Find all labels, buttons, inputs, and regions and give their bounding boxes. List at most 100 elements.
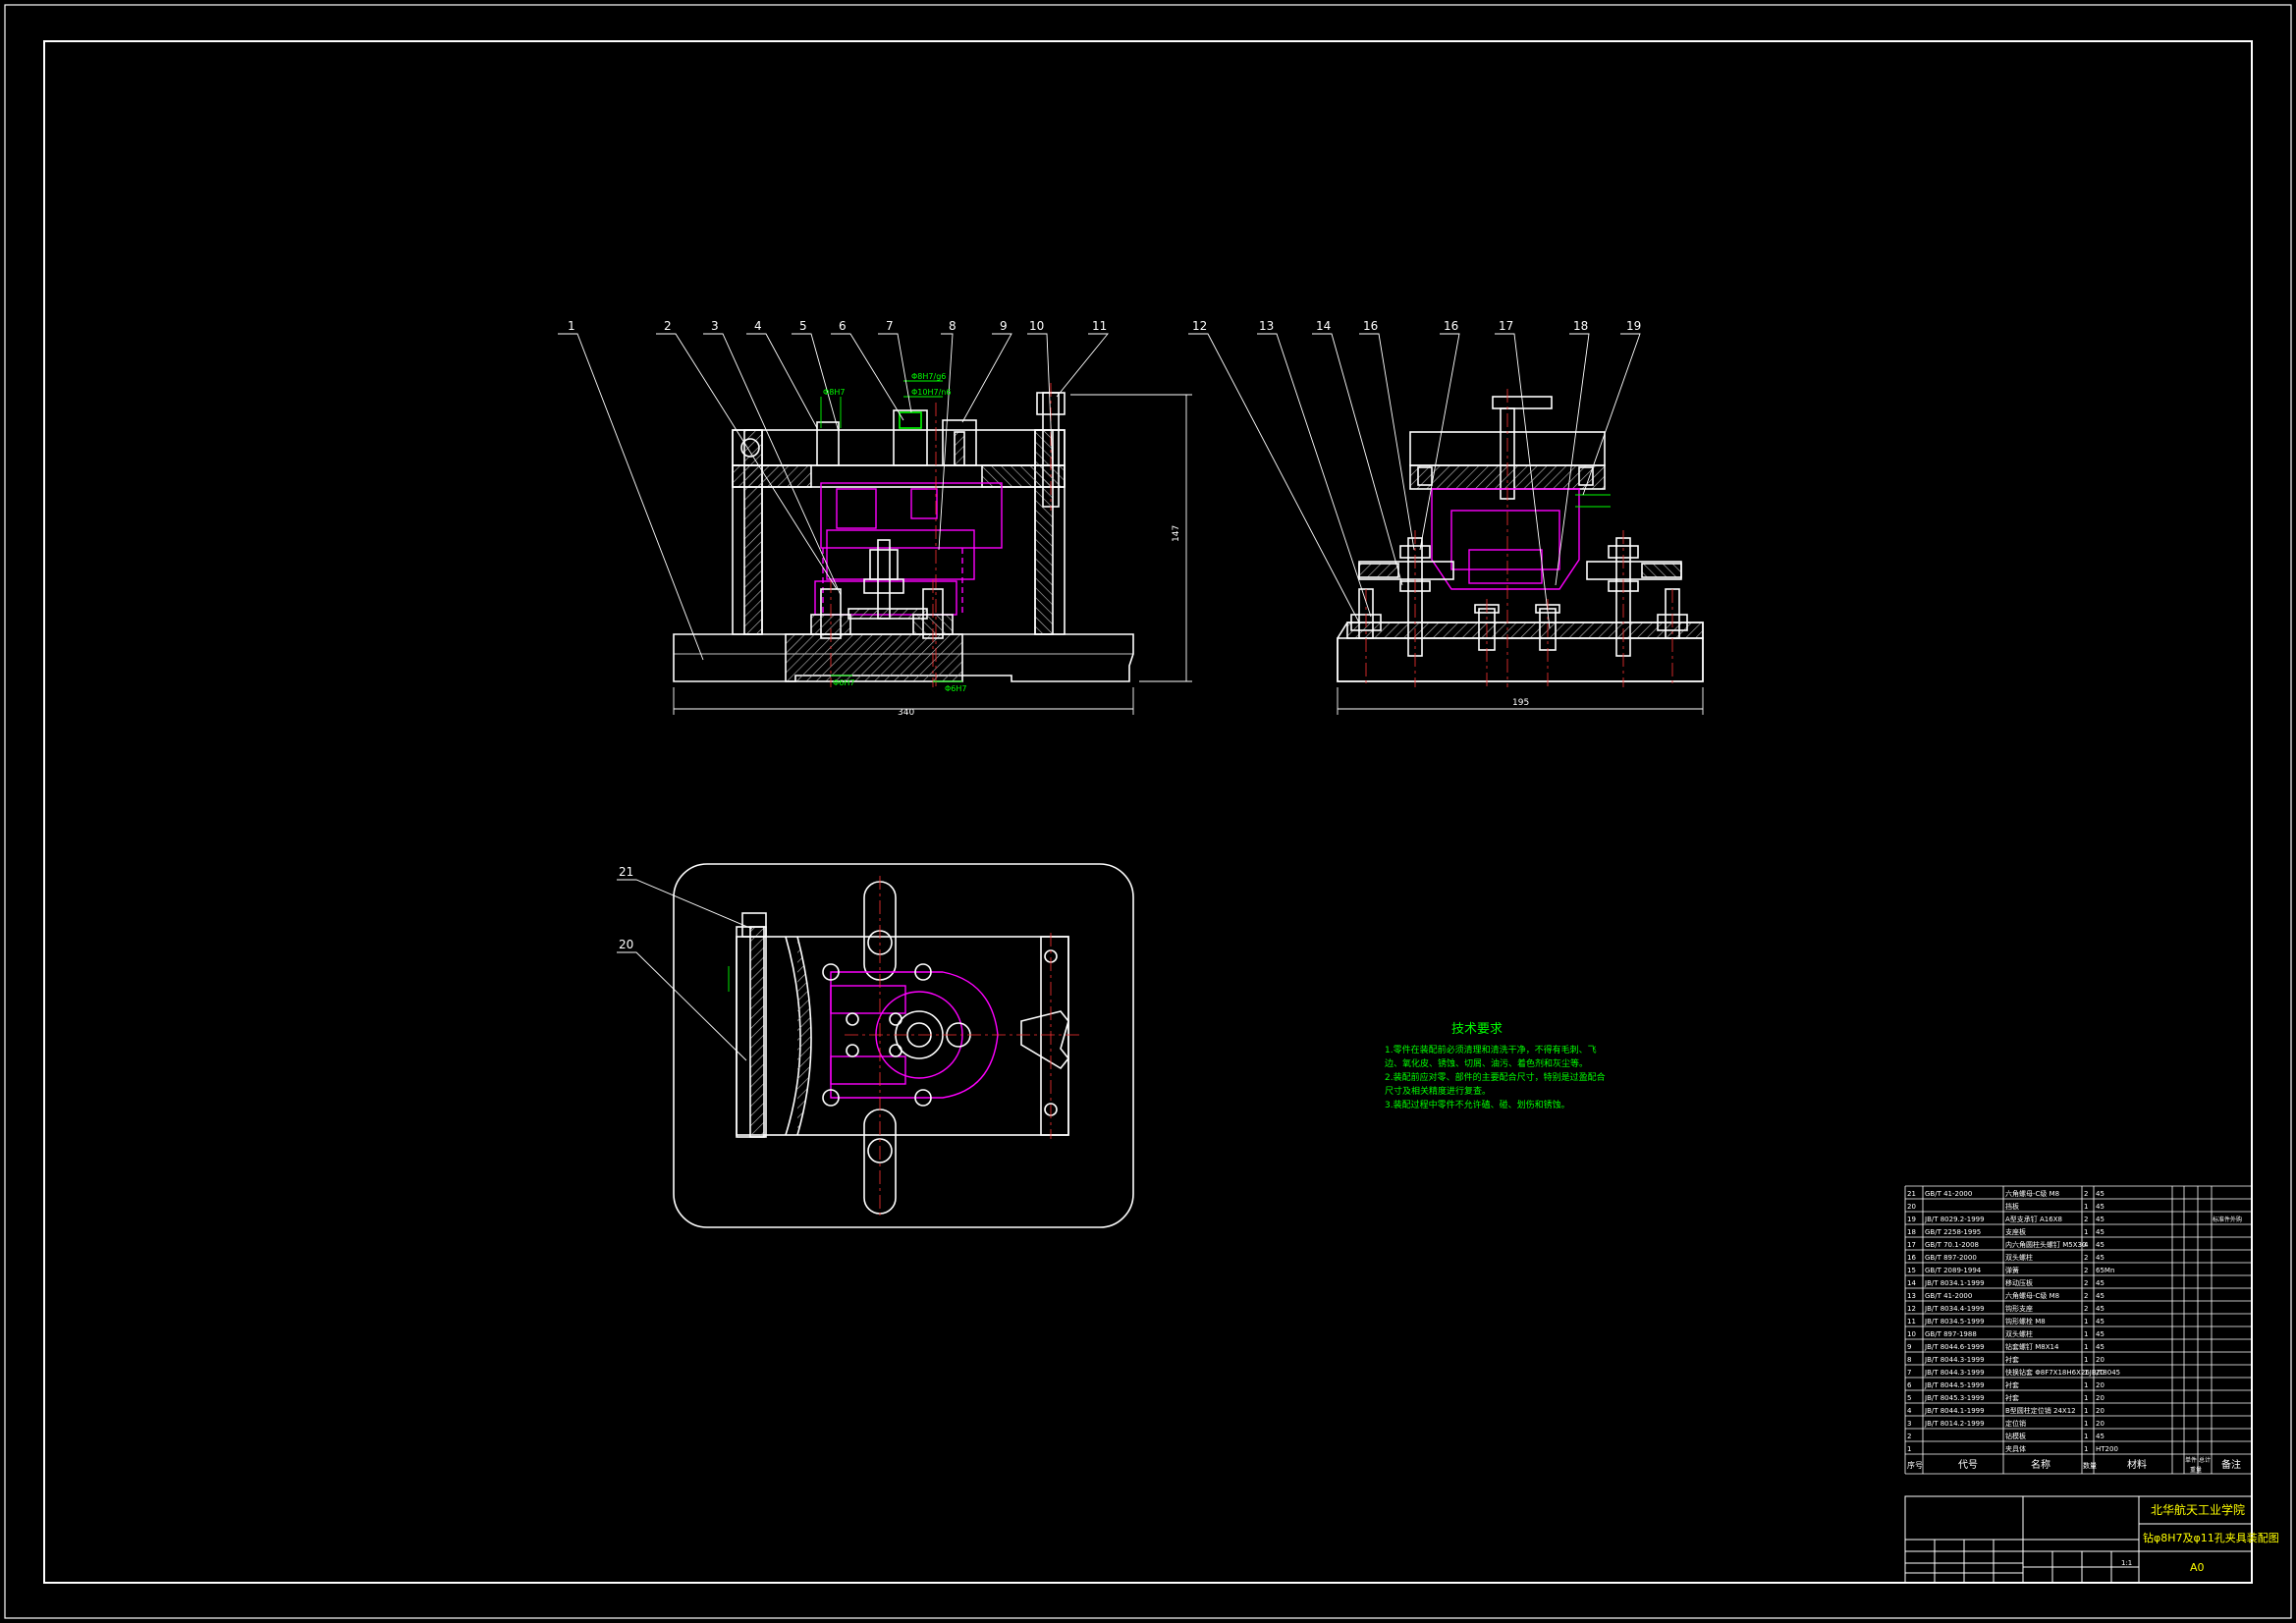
front-view-leaders bbox=[558, 333, 1109, 661]
bom-row-qty: 1 bbox=[2084, 1433, 2088, 1440]
bom-remark-note: 标准件外购 bbox=[2213, 1216, 2242, 1223]
bom-header-unit-weight: 单件 bbox=[2185, 1456, 2197, 1464]
top-view bbox=[673, 863, 1134, 1228]
top-view-balloon-labels: 21 20 bbox=[619, 865, 633, 951]
fit-label-liner: Φ10H7/n6 bbox=[911, 388, 951, 397]
bom-row-code: GB/T 2258-1995 bbox=[1925, 1228, 1981, 1236]
bom-row-code: GB/T 41-2000 bbox=[1925, 1292, 1972, 1300]
bom-row-qty: 1 bbox=[2084, 1369, 2088, 1377]
side-overall-width-dim: 195 bbox=[1512, 698, 1529, 708]
balloon-16b: 16 bbox=[1444, 319, 1458, 333]
bom-row-qty: 1 bbox=[2084, 1228, 2088, 1236]
tech-req-line-3: 2.装配前应对零、部件的主要配合尺寸，特别是过盈配合 bbox=[1385, 1071, 1606, 1083]
front-view-balloon-labels: 1 2 3 4 5 6 7 8 9 10 11 340 147 Φ8H7 Φ8H… bbox=[568, 319, 1181, 718]
bom-row-no: 9 bbox=[1907, 1343, 1911, 1351]
bom-row-material: 20 bbox=[2096, 1420, 2105, 1428]
bom-row-no: 11 bbox=[1907, 1318, 1916, 1325]
bom-row-no: 3 bbox=[1907, 1420, 1911, 1428]
bom-row-code: JB/T 8044.3-1999 bbox=[1924, 1356, 1985, 1364]
balloon-17: 17 bbox=[1499, 319, 1513, 333]
bom-row-code: JB/T 8044.6-1999 bbox=[1924, 1343, 1985, 1351]
bom-header-material: 材料 bbox=[2127, 1458, 2147, 1471]
bom-row-name: 内六角圆柱头螺钉 M5X30 bbox=[2005, 1240, 2086, 1249]
balloon-12: 12 bbox=[1192, 319, 1207, 333]
bom-row-name: B型圆柱定位销 24X12 bbox=[2005, 1406, 2076, 1415]
bom-row-code: JB/T 8044.1-1999 bbox=[1924, 1407, 1985, 1415]
sheet-size: A0 bbox=[2190, 1561, 2205, 1574]
balloon-6: 6 bbox=[839, 319, 847, 333]
balloon-20: 20 bbox=[619, 938, 633, 951]
bom-row-code: JB/T 8044.5-1999 bbox=[1924, 1381, 1985, 1389]
side-view bbox=[1337, 389, 1704, 715]
bom-row-qty: 2 bbox=[2084, 1279, 2088, 1287]
bom-row-material: 45 bbox=[2096, 1279, 2105, 1287]
overall-width-dim: 340 bbox=[898, 708, 914, 718]
bom-row-code: JB/T 8014.2-1999 bbox=[1924, 1420, 1985, 1428]
bom-row-code: GB/T 897-2000 bbox=[1925, 1254, 1977, 1262]
bom-row-material: 20 bbox=[2096, 1381, 2105, 1389]
bom-row-name: 弹簧 bbox=[2005, 1266, 2019, 1274]
technical-requirements: 技术要求 1.零件在装配前必须清理和清洗干净，不得有毛刺、飞 边、氧化皮、锈蚀、… bbox=[1385, 1022, 1606, 1110]
bom-row-name: 六角螺母-C级 M8 bbox=[2005, 1291, 2059, 1300]
bom-row-material: HT200 bbox=[2096, 1445, 2118, 1453]
balloon-18: 18 bbox=[1573, 319, 1588, 333]
balloon-5: 5 bbox=[799, 319, 807, 333]
bom-row-material: 45 bbox=[2096, 1318, 2105, 1325]
bom-row-qty: 1 bbox=[2084, 1203, 2088, 1211]
bom-row-name: 衬套 bbox=[2005, 1380, 2019, 1389]
bom-row-material: 20 bbox=[2096, 1369, 2105, 1377]
bom-row-no: 12 bbox=[1907, 1305, 1916, 1313]
balloon-8: 8 bbox=[949, 319, 957, 333]
sheet-border bbox=[4, 4, 2292, 1619]
bom-row-code: JB/T 8034.1-1999 bbox=[1924, 1279, 1985, 1287]
top-view-leaders bbox=[617, 879, 753, 1061]
balloon-13: 13 bbox=[1259, 319, 1274, 333]
tech-req-line-2: 边、氧化皮、锈蚀、切屑、油污、着色剂和灰尘等。 bbox=[1385, 1057, 1588, 1069]
balloon-4: 4 bbox=[754, 319, 762, 333]
bom-row-qty: 1 bbox=[2084, 1318, 2088, 1325]
bom-row-name: A型支承钉 A16X8 bbox=[2005, 1215, 2062, 1223]
bom-row-name: 六角螺母-C级 M8 bbox=[2005, 1189, 2059, 1198]
bom-row-no: 20 bbox=[1907, 1203, 1916, 1211]
bom-row-no: 1 bbox=[1907, 1445, 1911, 1453]
bom-row-name: 衬套 bbox=[2005, 1355, 2019, 1364]
bom-row-qty: 1 bbox=[2084, 1445, 2088, 1453]
bom-row-material: 45 bbox=[2096, 1305, 2105, 1313]
bom-row-material: 20 bbox=[2096, 1394, 2105, 1402]
bom-row-material: 65Mn bbox=[2096, 1267, 2114, 1274]
bom-header-code: 代号 bbox=[1958, 1459, 1978, 1471]
bom-row-material: 20 bbox=[2096, 1407, 2105, 1415]
bom-row-material: 45 bbox=[2096, 1216, 2105, 1223]
tech-req-line-1: 1.零件在装配前必须清理和清洗干净，不得有毛刺、飞 bbox=[1385, 1044, 1597, 1055]
bom-row-qty: 1 bbox=[2084, 1330, 2088, 1338]
bom-header-name: 名称 bbox=[2031, 1458, 2050, 1471]
bom-row-qty: 1 bbox=[2084, 1420, 2088, 1428]
bom-row-no: 19 bbox=[1907, 1216, 1916, 1223]
bom-row-no: 18 bbox=[1907, 1228, 1916, 1236]
bom-row-code: GB/T 2089-1994 bbox=[1925, 1267, 1982, 1274]
bom-row-name: 定位销 bbox=[2005, 1419, 2026, 1428]
balloon-3: 3 bbox=[711, 319, 719, 333]
bom-row-no: 6 bbox=[1907, 1381, 1912, 1389]
bom-row-name: 支座板 bbox=[2005, 1227, 2026, 1236]
side-view-balloon-labels: 12 13 14 16 16 17 18 19 195 bbox=[1192, 319, 1641, 708]
balloon-21: 21 bbox=[619, 865, 633, 879]
bom-header-remark: 备注 bbox=[2221, 1458, 2241, 1471]
bom-row-no: 5 bbox=[1907, 1394, 1911, 1402]
bom-row-code: JB/T 8034.5-1999 bbox=[1924, 1318, 1985, 1325]
balloon-14: 14 bbox=[1316, 319, 1331, 333]
bom-row-name: 钻模板 bbox=[2005, 1432, 2026, 1440]
bom-row-no: 14 bbox=[1907, 1279, 1916, 1287]
overall-height-dim: 147 bbox=[1172, 525, 1181, 542]
balloon-10: 10 bbox=[1029, 319, 1044, 333]
bom-row-name: 钩形螺栓 M8 bbox=[2005, 1317, 2046, 1325]
tech-req-title: 技术要求 bbox=[1451, 1022, 1503, 1037]
bom-row-name: 双头螺柱 bbox=[2005, 1253, 2033, 1262]
bom-row-qty: 1 bbox=[2084, 1356, 2088, 1364]
tech-req-line-4: 尺寸及相关精度进行复查。 bbox=[1385, 1085, 1491, 1097]
bom-row-material: 45 bbox=[2096, 1343, 2105, 1351]
fit-label-pin-left: Φ6H7 bbox=[833, 678, 855, 687]
bom-row-no: 10 bbox=[1907, 1330, 1916, 1338]
bom-row-qty: 1 bbox=[2084, 1394, 2088, 1402]
